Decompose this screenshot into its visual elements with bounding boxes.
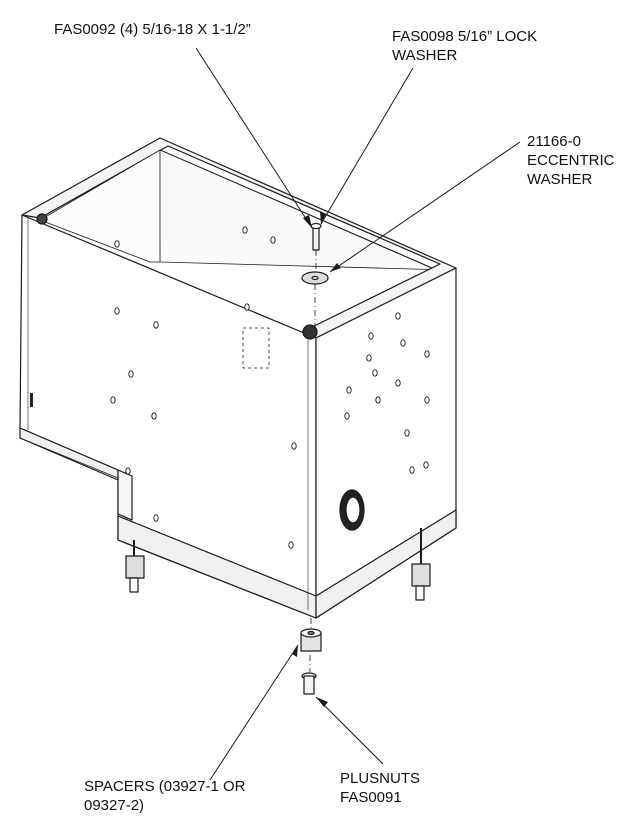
side-slot	[30, 393, 33, 407]
callout-bolt: FAS0092 (4) 5/16-18 X 1-1/2”	[54, 20, 251, 39]
leader-lock-washer	[320, 67, 414, 225]
callout-eccentric-washer: 21166-0 ECCENTRIC WASHER	[527, 132, 615, 189]
callout-plusnuts-line1: PLUSNUTS	[340, 770, 421, 787]
callout-plusnuts-line2: FAS0091	[340, 789, 402, 806]
callout-eccentric-washer-line3: WASHER	[527, 171, 593, 188]
corner-bracket-front-right	[302, 324, 318, 340]
callout-spacers: SPACERS (03927-1 OR 09327-2)	[84, 777, 245, 815]
leader-arrowheads	[292, 211, 341, 707]
leader-plusnuts	[315, 696, 384, 765]
spacer	[300, 628, 322, 652]
corner-bracket-front-left	[36, 213, 48, 225]
access-panel-outline	[242, 327, 270, 369]
eccentric-washer	[301, 271, 329, 285]
plusnut	[301, 672, 317, 695]
leader-lines	[195, 47, 521, 781]
leader-eccentric-washer	[329, 141, 521, 273]
mounting-holes	[110, 226, 430, 549]
bolt-fas0092	[310, 222, 322, 251]
callout-lock-washer-line1: FAS0098 5/16” LOCK	[392, 28, 538, 45]
leader-spacers	[209, 644, 299, 781]
cabinet-notch-panel	[117, 469, 133, 521]
callout-lock-washer-line2: WASHER	[392, 47, 458, 64]
leader-bolt	[195, 47, 313, 229]
callout-plusnuts: PLUSNUTS FAS0091	[340, 769, 420, 807]
assembly-centerlines	[309, 250, 317, 672]
grommet-port	[339, 489, 365, 531]
callout-lock-washer: FAS0098 5/16” LOCK WASHER	[392, 27, 537, 65]
leg-front-left	[125, 540, 145, 593]
callout-eccentric-washer-line1: 21166-0	[527, 133, 581, 150]
callout-spacers-line1: SPACERS (03927-1 OR	[84, 778, 246, 795]
callout-spacers-line2: 09327-2)	[84, 797, 145, 814]
callout-bolt-line1: FAS0092 (4) 5/16-18 X 1-1/2”	[54, 21, 251, 38]
cabinet-inner-left-wall	[39, 149, 161, 263]
leg-back-right	[411, 528, 431, 601]
cabinet-body	[19, 137, 457, 619]
callout-eccentric-washer-line2: ECCENTRIC	[527, 152, 615, 169]
